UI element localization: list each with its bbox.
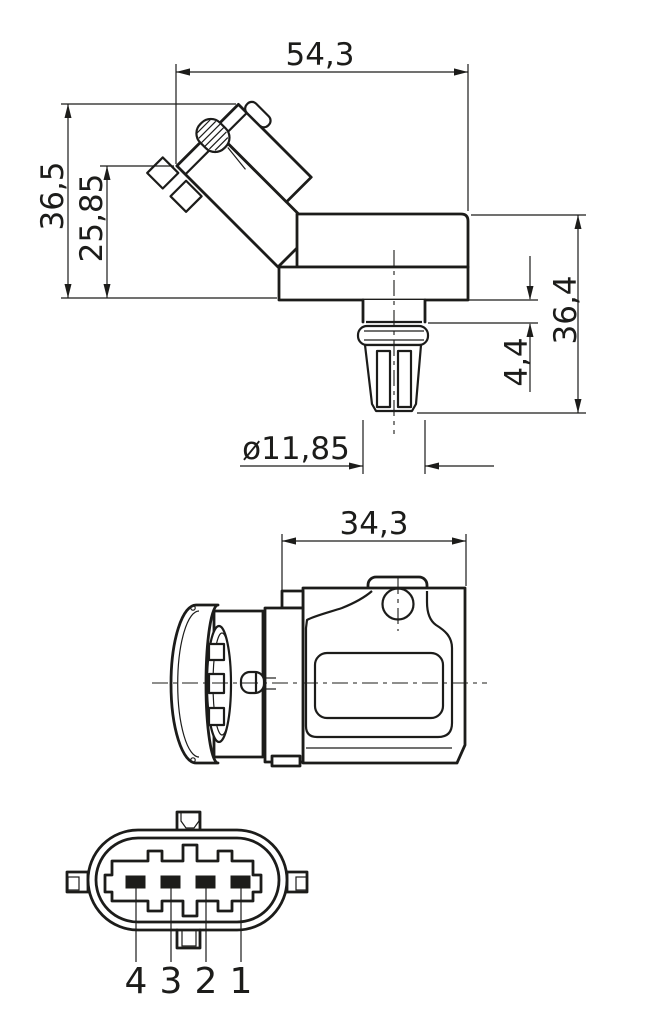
connector-45deg xyxy=(146,100,317,269)
collar xyxy=(263,606,305,764)
dim-collar-step: 4,4 xyxy=(428,256,538,392)
dim-port-diameter: ø11,85 xyxy=(240,420,494,474)
sensor-body-upper xyxy=(295,212,470,269)
pin-labels: 4 3 2 1 xyxy=(125,961,253,1002)
pin-hatching xyxy=(195,118,229,151)
keying-rib xyxy=(207,706,226,727)
pin-2-contact xyxy=(195,875,216,889)
connector-face-inner xyxy=(94,836,281,924)
rim-seam-dot xyxy=(190,605,196,611)
rim-inner-line xyxy=(177,610,200,758)
sensor-body-flange xyxy=(277,265,470,302)
collar-top-step xyxy=(280,589,305,610)
connector-side-tab xyxy=(169,179,203,213)
dim-body-width-label: 34,3 xyxy=(339,506,408,542)
pin-label-3: 3 xyxy=(160,961,183,1002)
keying-rib xyxy=(207,642,226,662)
pin-label-2: 2 xyxy=(195,961,218,1002)
dim-overall-width-label: 54,3 xyxy=(285,37,354,73)
connector-side-tab xyxy=(146,156,180,190)
dim-body-port-height-label: 36,4 xyxy=(548,275,584,344)
dim-body-port-height: 36,4 xyxy=(417,214,586,414)
pin-leaders xyxy=(135,888,242,962)
port-tip xyxy=(363,343,423,413)
face-left-tab xyxy=(65,870,90,894)
face-bottom-tab-detail xyxy=(181,931,197,947)
barrel-rim xyxy=(169,603,220,765)
dim-connector-drop: 25,85 xyxy=(74,165,174,298)
face-right-tab xyxy=(285,870,309,894)
pin-4-contact xyxy=(125,875,146,889)
dim-connector-drop-label: 25,85 xyxy=(74,174,110,263)
o-ring xyxy=(356,324,430,347)
body-raised-contour xyxy=(304,590,454,739)
dim-overall-width: 54,3 xyxy=(175,37,469,211)
label-recess xyxy=(313,651,445,720)
pin-3-contact xyxy=(160,875,181,889)
face-left-tab-notch xyxy=(67,876,80,891)
dim-overall-height-label: 36,5 xyxy=(35,161,71,230)
face-bottom-tab xyxy=(175,928,202,950)
collar-bottom-step xyxy=(270,754,302,768)
pin-label-1: 1 xyxy=(230,961,253,1002)
pin-lead-line xyxy=(227,147,246,170)
connector-latch-bump xyxy=(244,100,272,129)
dim-body-width: 34,3 xyxy=(281,506,467,590)
port-slot xyxy=(396,349,413,409)
dim-overall-height: 36,5 xyxy=(35,103,277,299)
connector-barrel xyxy=(169,589,305,768)
dim-port-diameter-label: ø11,85 xyxy=(242,431,350,467)
pressure-port xyxy=(356,250,430,434)
side-view: 54,3 36,5 25,85 36,4 xyxy=(35,37,586,474)
connector-housing xyxy=(212,102,313,204)
plug-castellated-outline xyxy=(103,843,263,918)
pinout-view: 4 3 2 1 xyxy=(65,810,309,1002)
face-right-tab-notch xyxy=(295,876,308,891)
face-top-tab-detail xyxy=(180,813,200,829)
port-slot xyxy=(375,349,392,409)
pin-1-contact xyxy=(230,875,251,889)
rear-view: 34,3 xyxy=(152,506,487,768)
dim-collar-step-label: 4,4 xyxy=(499,337,535,386)
pin-label-4: 4 xyxy=(125,961,148,1002)
rim-seam-dot xyxy=(190,757,196,763)
